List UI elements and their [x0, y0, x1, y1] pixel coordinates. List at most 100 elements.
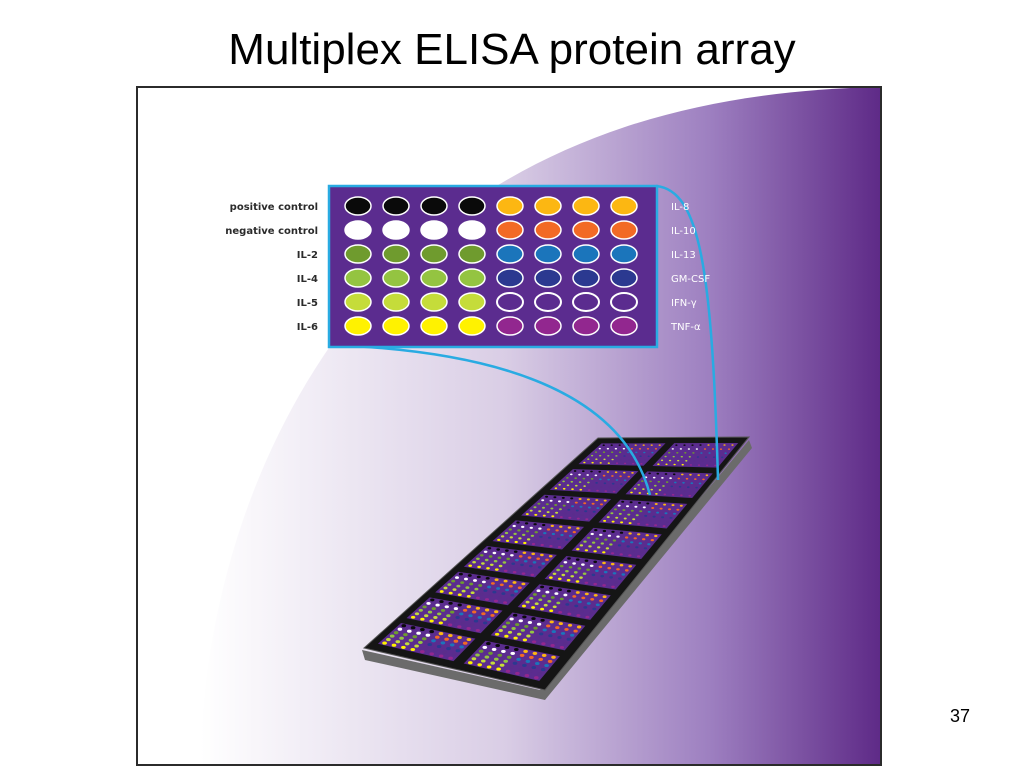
- plate-dot: [595, 499, 599, 502]
- plate-dot: [567, 557, 571, 560]
- plate-dot: [635, 514, 639, 517]
- plate-dot: [510, 593, 515, 597]
- plate-dot: [551, 515, 555, 518]
- array-dot: [382, 196, 410, 216]
- array-dot: [572, 316, 600, 336]
- array-dot: [610, 316, 638, 336]
- plate-dot: [490, 582, 495, 585]
- plate-well: [549, 469, 639, 494]
- plate-dot: [572, 530, 576, 534]
- plate-dot: [544, 638, 550, 642]
- purple-sweep: [200, 87, 881, 765]
- plate-dot: [711, 448, 715, 450]
- plate-dot: [650, 444, 653, 446]
- plate-dot: [583, 461, 586, 464]
- plate-dot: [391, 643, 397, 647]
- plate-dot: [677, 459, 680, 462]
- plate-dot: [502, 625, 507, 629]
- plate-dot: [540, 618, 545, 622]
- plate-dot: [628, 522, 632, 525]
- label-tnf-alpha: TNF-α: [670, 322, 701, 333]
- array-dot: [344, 268, 372, 288]
- plate-dot: [574, 484, 578, 487]
- plate-dot: [545, 590, 550, 594]
- plate-dot: [532, 561, 537, 564]
- plate-dot: [546, 624, 551, 628]
- plate-dot: [523, 560, 528, 563]
- plate-dot: [431, 639, 436, 643]
- label-il-5: IL-5: [297, 298, 318, 309]
- plate-dot: [609, 543, 613, 546]
- plate-dot: [419, 650, 425, 654]
- plate-dot: [581, 470, 585, 473]
- plate-dot: [628, 565, 633, 568]
- plate-dot: [688, 456, 691, 458]
- plate-dot: [533, 506, 537, 509]
- plate-dot: [599, 462, 602, 464]
- plate-dot: [545, 495, 549, 498]
- plate-dot: [652, 476, 656, 479]
- plate-dot: [425, 633, 431, 637]
- array-dot: [458, 268, 486, 288]
- plate-dot: [544, 540, 548, 543]
- plate-dot: [500, 535, 505, 538]
- plate-dot: [610, 562, 615, 566]
- plate-dot: [567, 612, 572, 616]
- plate-dot: [539, 535, 543, 538]
- plate-dot: [466, 637, 472, 642]
- plate-dot: [503, 569, 508, 573]
- plate-dot: [440, 608, 446, 612]
- plate-dot: [594, 528, 598, 532]
- plate-dot: [565, 603, 570, 606]
- plate-dot: [603, 482, 607, 485]
- plate-dot: [671, 504, 675, 507]
- plate-dot: [565, 538, 569, 541]
- plate-dot: [692, 452, 695, 454]
- array-dot: [534, 268, 562, 288]
- plate-dot: [714, 464, 717, 467]
- plate-dot: [518, 619, 523, 623]
- plate-dot: [507, 630, 513, 634]
- array-dot: [572, 268, 600, 288]
- plate-dot: [586, 498, 590, 501]
- plate-dot: [680, 455, 683, 458]
- plate-dot: [693, 460, 696, 462]
- plate-dot: [701, 460, 704, 462]
- plate-dot: [606, 471, 610, 473]
- plate-dot: [444, 637, 449, 641]
- plate-dot: [618, 577, 622, 580]
- array-dot: [344, 292, 372, 312]
- plate-dot: [624, 536, 629, 539]
- plate-dot: [612, 572, 617, 575]
- plate-dot: [611, 585, 615, 589]
- plate-dot: [516, 521, 520, 524]
- plate-dot: [677, 477, 681, 480]
- plate-dot: [538, 527, 542, 530]
- plate-dot: [619, 563, 624, 567]
- label-ifn-gamma: IFN-γ: [671, 298, 697, 309]
- plate-dot: [480, 659, 486, 663]
- plate-dot: [579, 576, 583, 579]
- plate-dot: [591, 573, 596, 577]
- plate-dot: [459, 612, 464, 616]
- plate-dot: [640, 463, 643, 465]
- plate-dot: [511, 627, 516, 630]
- plate-dot: [541, 594, 546, 598]
- plate-dot: [628, 554, 632, 557]
- plate-dot: [586, 474, 590, 476]
- plate-dot: [434, 635, 440, 639]
- plate-dot: [536, 589, 541, 593]
- plate-dot: [479, 554, 484, 557]
- plate-wells: [377, 442, 739, 681]
- array-dot: [496, 292, 524, 312]
- plate-dot: [707, 444, 710, 446]
- plate-dot: [570, 608, 575, 612]
- plate-dot: [646, 448, 650, 450]
- plate-dot: [485, 598, 489, 601]
- plate-dot: [576, 625, 582, 629]
- plate-dot: [510, 554, 514, 557]
- plate-dot: [584, 592, 589, 596]
- array-plate: [362, 436, 752, 700]
- plate-dot: [603, 499, 607, 502]
- plate-dot: [558, 500, 561, 503]
